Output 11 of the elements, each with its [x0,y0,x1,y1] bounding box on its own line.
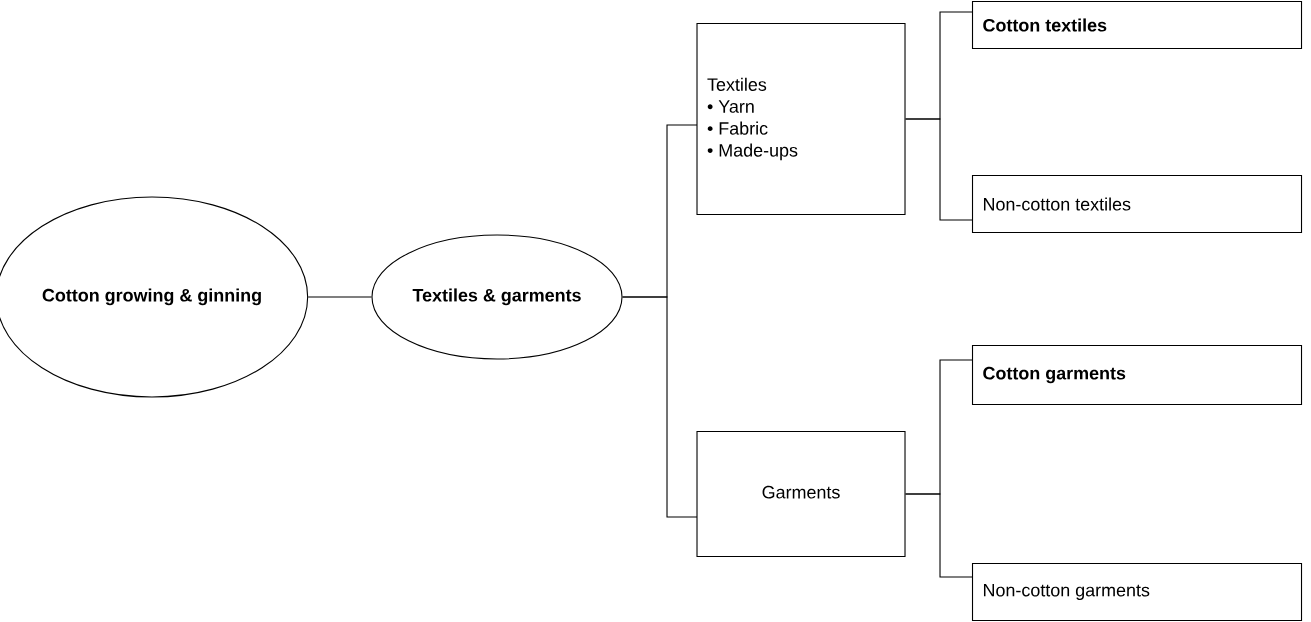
connector-line [905,493,974,578]
connector-line [622,296,698,518]
process-box: Cotton garments [971,344,1303,406]
process-box: Non-cotton textiles [971,174,1303,234]
process-box: Garments [696,430,906,558]
connector-line [905,118,974,221]
process-box: Non-cotton garments [971,562,1303,622]
oval-node: Textiles & garments [371,234,623,360]
process-box: Cotton textiles [971,0,1303,50]
connector-line [307,296,372,298]
process-box: Textiles • Yarn • Fabric • Made-ups [696,22,906,216]
